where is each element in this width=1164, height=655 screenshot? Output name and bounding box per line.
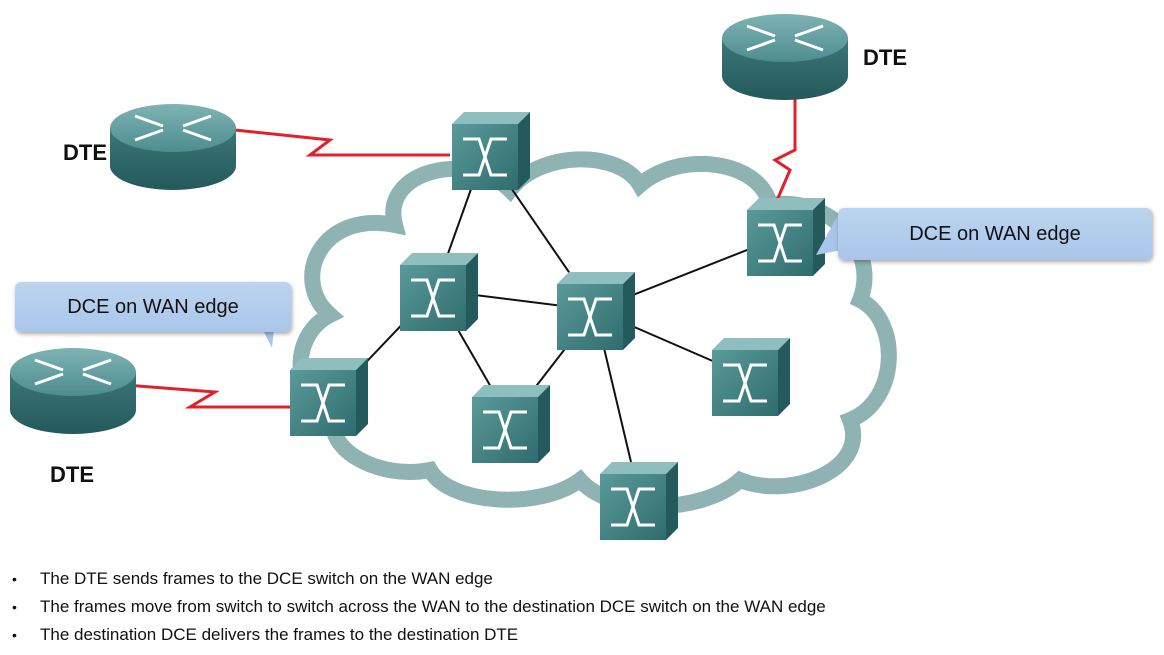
switch-dce-right [747, 198, 825, 276]
switch-x-arrows-icon [568, 297, 612, 337]
switch-bottom [600, 462, 678, 540]
dte-label-top-left: DTE [63, 140, 107, 165]
router-dte-bottom-left [10, 348, 136, 434]
wan-diagram: DTE DTE DTE DCE on WAN edge DCE on WAN e… [10, 14, 1152, 540]
switch-right [712, 338, 790, 416]
switch-x-arrows-icon [758, 223, 802, 263]
router-arrows-icon [134, 114, 212, 142]
serial-link-top-left [234, 128, 450, 157]
router-arrows-icon [34, 358, 112, 386]
router-arrows-icon [746, 24, 824, 52]
switch-mid-left [400, 253, 478, 331]
switch-x-arrows-icon [723, 363, 767, 403]
switch-x-arrows-icon [483, 410, 527, 450]
router-dte-top-left [110, 104, 236, 190]
router-dte-top-right [722, 14, 848, 100]
serial-link-top-right [772, 90, 797, 206]
switch-top [452, 112, 530, 190]
bullet-item: The destination DCE delivers the frames … [10, 621, 1150, 649]
description-bullets: The DTE sends frames to the DCE switch o… [10, 565, 1150, 649]
wan-diagram-canvas [10, 14, 897, 540]
switch-dce-left [290, 358, 368, 436]
dte-label-bottom-left: DTE [50, 462, 94, 487]
callout-dce-left: DCE on WAN edge [15, 282, 291, 332]
switch-x-arrows-icon [301, 383, 345, 423]
serial-links [124, 90, 797, 409]
bullet-item: The frames move from switch to switch ac… [10, 593, 1150, 621]
callout-right-pointer [816, 215, 842, 255]
switch-bottom-center [472, 385, 550, 463]
switch-center [557, 272, 635, 350]
dte-label-top-right: DTE [863, 45, 907, 70]
bullet-item: The DTE sends frames to the DCE switch o… [10, 565, 1150, 593]
serial-link-bottom-left [124, 383, 290, 409]
switch-x-arrows-icon [463, 137, 507, 177]
callout-dce-right: DCE on WAN edge [838, 208, 1152, 260]
switch-x-arrows-icon [611, 487, 655, 527]
switch-x-arrows-icon [411, 278, 455, 318]
